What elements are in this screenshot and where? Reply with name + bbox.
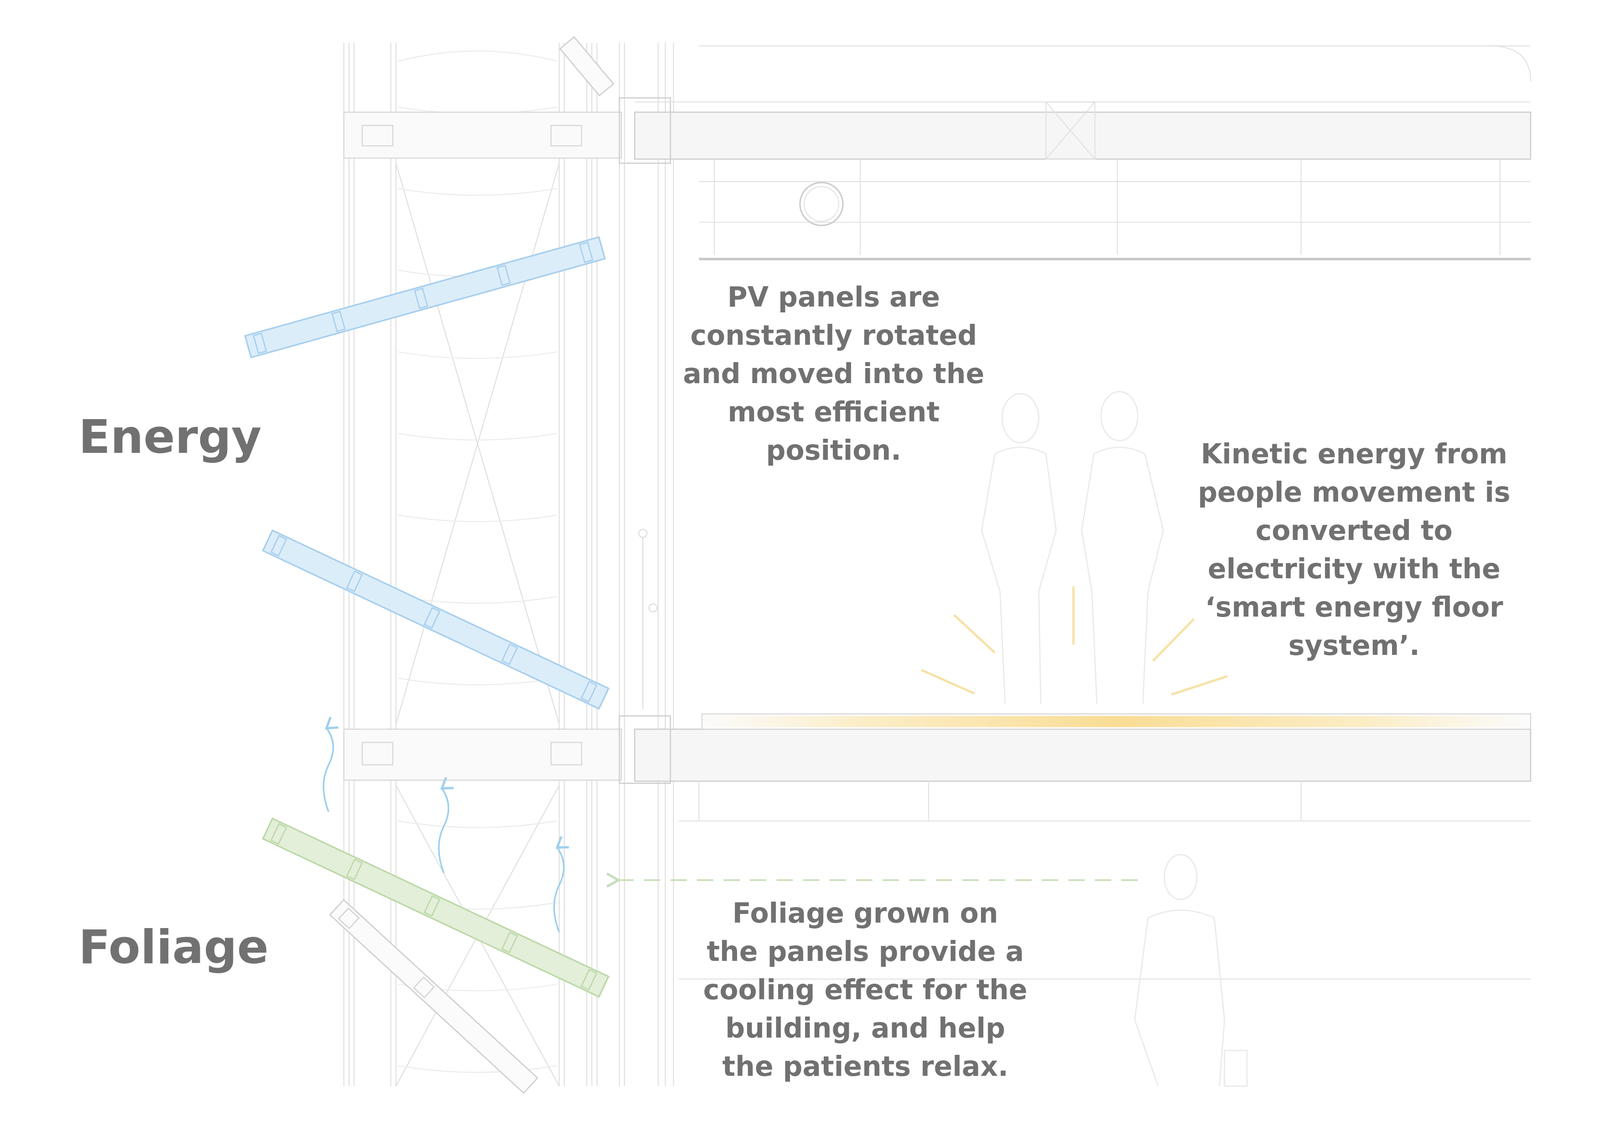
note-text: Foliage grown on the panels provide a co…: [702, 893, 1028, 1086]
note-text: Kinetic energy from people movement is c…: [1178, 434, 1531, 665]
section-heading: Energy: [78, 410, 344, 464]
section-heading: Foliage: [78, 920, 344, 974]
note-text: PV panels are constantly rotated and mov…: [680, 277, 987, 470]
